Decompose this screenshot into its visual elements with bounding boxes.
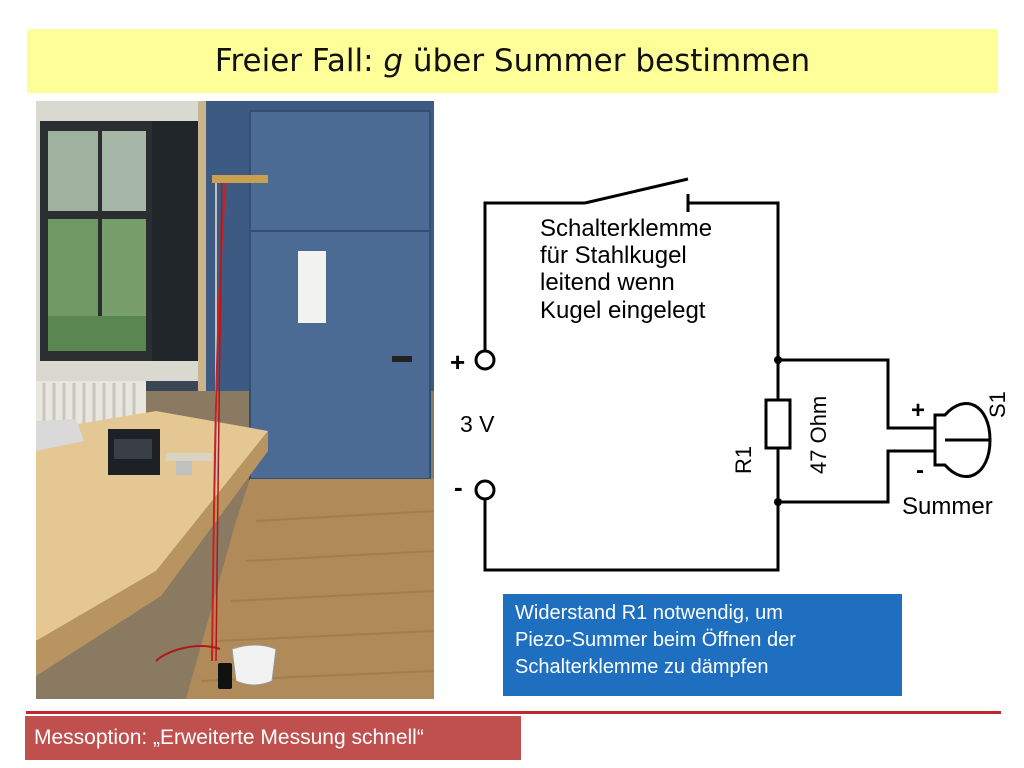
footer-divider [26, 711, 1001, 714]
note-line-3: Schalterklemme zu dämpfen [515, 656, 769, 678]
title-suffix: über Summer bestimmen [403, 43, 811, 79]
switch-label-line-4: Kugel eingelegt [540, 297, 706, 324]
footer-label: Messoption: „Erweiterte Messung schnell“ [25, 716, 521, 760]
junction-bottom [774, 498, 782, 506]
wire-to-buzzer-minus [778, 449, 935, 504]
plus-terminal-circle [474, 349, 496, 371]
footer-text: Messoption: „Erweiterte Messung schnell“ [34, 726, 424, 749]
note-line-2: Piezo-Summer beim Öffnen der [515, 629, 796, 651]
switch-label-line-3: leitend wenn [540, 269, 675, 296]
plus-terminal-label: + [450, 347, 465, 377]
wire-top-left [483, 201, 585, 350]
wire-to-buzzer-plus [778, 358, 935, 430]
title-italic-g: g [383, 43, 404, 79]
switch-label-line-2: für Stahlkugel [540, 242, 687, 269]
junction-top [774, 356, 782, 364]
title-prefix: Freier Fall: [214, 43, 384, 79]
resistor-name-label: R1 [731, 446, 756, 474]
slide-title: Freier Fall: g über Summer bestimmen [215, 43, 810, 79]
buzzer-minus-label: - [916, 457, 924, 484]
buzzer-label: Summer [902, 493, 993, 520]
wire-top-right [688, 201, 780, 400]
minus-terminal-label: - [454, 472, 463, 502]
minus-terminal-circle [474, 479, 496, 501]
switch-blade [584, 177, 689, 205]
buzzer-plus-label: + [911, 397, 925, 424]
info-note: Widerstand R1 notwendig, um Piezo-Summer… [503, 594, 902, 696]
buzzer-name-label: S1 [985, 391, 1010, 418]
circuit-diagram: Schalterklemme für Stahlkugel leitend we… [450, 177, 1010, 572]
title-bar: Freier Fall: g über Summer bestimmen [27, 29, 998, 93]
setup-photo [36, 101, 434, 699]
voltage-label: 3 V [460, 411, 495, 437]
resistor-value-label: 47 Ohm [806, 396, 831, 474]
resistor-r1 [764, 398, 792, 450]
wire-bottom [483, 448, 780, 572]
switch-label-line-1: Schalterklemme [540, 215, 712, 242]
note-line-1: Widerstand R1 notwendig, um [515, 602, 783, 624]
